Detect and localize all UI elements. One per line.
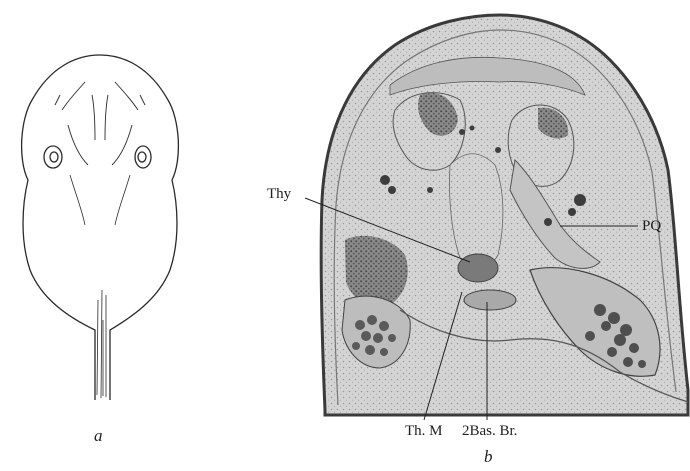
thyroid [458, 254, 498, 282]
tadpole-lateral-lines [70, 175, 130, 225]
label-bas-br: 2Bas. Br. [462, 424, 517, 439]
tadpole-drawing [22, 55, 179, 400]
label-pq: PQ [642, 219, 661, 234]
tadpole-tail-lines [97, 290, 106, 398]
basibranchial [464, 290, 516, 310]
caption-a: a [94, 427, 103, 444]
caption-b: b [484, 448, 493, 465]
right-eye-icon [135, 146, 151, 168]
section-drawing [305, 15, 688, 420]
label-th-m: Th. M [405, 424, 443, 439]
left-eye-icon [44, 146, 62, 168]
tadpole-body-outline [22, 55, 179, 400]
median-mass [449, 154, 502, 268]
label-thy: Thy [267, 187, 291, 202]
tadpole-head-grooves [55, 82, 145, 165]
